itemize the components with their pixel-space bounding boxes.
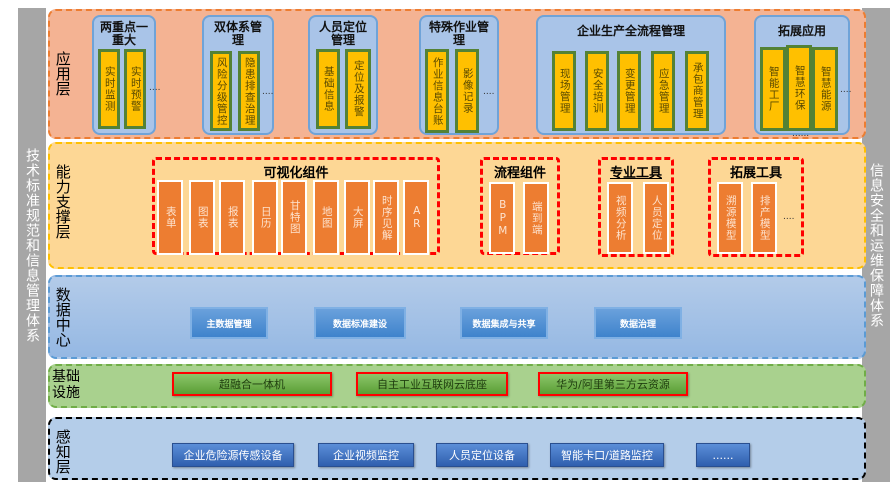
app-group-major-hazards: 两重点一重大 实时监测 实时预警 .... — [92, 15, 160, 135]
data-item-governance[interactable]: 数据治理 — [594, 307, 682, 339]
cap-item[interactable]: 人员定位 — [643, 182, 669, 254]
app-item[interactable]: 作业信息台账 — [425, 49, 449, 133]
app-item[interactable]: 影像记录 — [455, 49, 479, 133]
sense-item-checkpoint-road[interactable]: 智能卡口/道路监控 — [550, 443, 664, 467]
app-group-title: 拓展应用 — [777, 24, 826, 38]
cap-item[interactable]: BPM — [489, 182, 515, 254]
app-item[interactable]: 实时监测 — [98, 49, 120, 129]
sense-item-video-monitoring[interactable]: 企业视频监控 — [318, 443, 414, 467]
more-indicator: .... — [840, 85, 852, 95]
cap-item[interactable]: 图表 — [189, 180, 215, 255]
capability-layer: 能力支撑层 可视化组件 表单 图表 报表 日历 甘特图 地图 大屏 时序见解 A… — [48, 142, 866, 269]
cap-item[interactable]: 甘特图 — [281, 180, 307, 255]
cap-item[interactable]: 排产模型 — [751, 182, 777, 254]
cap-item[interactable]: 地图 — [313, 180, 339, 255]
app-group-special-work: 特殊作业管理 作业信息台账 影像记录 .... — [419, 15, 499, 135]
cap-group-workflow: 流程组件 BPM 端到端 — [480, 157, 560, 255]
infra-item-hci[interactable]: 超融合一体机 — [172, 372, 332, 396]
tech-standards-sidebar: 技术标准规范和信息管理体系 — [18, 8, 46, 482]
app-item[interactable]: 现场管理 — [552, 51, 576, 131]
cap-item[interactable]: 视频分析 — [607, 182, 633, 254]
app-group-production-process: 企业生产全流程管理 现场管理 安全培训 变更管理 应急管理 承包商管理 — [536, 15, 726, 135]
app-group-extended-apps: 拓展应用 智能工厂 智慧环保 智慧能源 .... — [754, 15, 852, 135]
sense-item-personnel-location[interactable]: 人员定位设备 — [436, 443, 528, 467]
app-item[interactable]: 实时预警 — [124, 49, 146, 129]
more-indicator: .... — [149, 83, 161, 93]
security-ops-label: 信息安全和运维保障体系 — [868, 162, 884, 328]
infrastructure-label: 基础设施 — [52, 369, 80, 402]
infrastructure-layer: 基础设施 超融合一体机 自主工业互联网云底座 华为/阿里第三方云资源 — [48, 364, 866, 408]
application-layer: 应用层 两重点一重大 实时监测 实时预警 .... 双体系管理 风险分级管控 隐… — [48, 9, 866, 139]
cap-item[interactable]: 报表 — [219, 180, 245, 255]
security-ops-sidebar: 信息安全和运维保障体系 — [862, 8, 890, 482]
more-indicator: ...... — [792, 129, 810, 139]
app-group-dual-system: 双体系管理 风险分级管控 隐患排查治理 .... — [202, 15, 274, 135]
infra-item-third-party-cloud[interactable]: 华为/阿里第三方云资源 — [538, 372, 688, 396]
data-item-master-data[interactable]: 主数据管理 — [190, 307, 268, 339]
data-item-standards[interactable]: 数据标准建设 — [314, 307, 406, 339]
data-center-layer: 数据中心 主数据管理 数据标准建设 数据集成与共享 数据治理 — [48, 275, 866, 359]
app-item[interactable]: 隐患排查治理 — [238, 51, 260, 131]
app-group-title: 企业生产全流程管理 — [576, 24, 685, 38]
perception-layer: 感知层 企业危险源传感设备 企业视频监控 人员定位设备 智能卡口/道路监控 ..… — [48, 417, 866, 480]
app-group-title: 特殊作业管理 — [428, 20, 489, 47]
app-group-personnel-location: 人员定位管理 基础信息 定位及报警 — [308, 15, 378, 135]
app-item[interactable]: 智慧环保 — [786, 45, 812, 131]
app-item[interactable]: 承包商管理 — [685, 51, 709, 131]
cap-item[interactable]: 日历 — [252, 180, 278, 255]
app-item[interactable]: 智能工厂 — [760, 47, 786, 131]
cap-item[interactable]: 大屏 — [344, 180, 370, 255]
cap-group-extended-tools: 拓展工具 溯源模型 排产模型 .... — [708, 157, 804, 257]
app-group-title: 两重点一重大 — [99, 20, 148, 47]
app-group-title: 双体系管理 — [213, 20, 262, 47]
cap-group-title: 专业工具 — [609, 166, 662, 181]
application-layer-label: 应用层 — [53, 51, 72, 96]
more-indicator: .... — [783, 212, 795, 222]
sense-item-hazard-sensors[interactable]: 企业危险源传感设备 — [172, 443, 294, 467]
sense-item-more[interactable]: ...... — [696, 443, 750, 467]
app-item[interactable]: 定位及报警 — [345, 49, 371, 129]
app-item[interactable]: 变更管理 — [617, 51, 641, 131]
app-item[interactable]: 智慧能源 — [812, 47, 838, 131]
cap-group-title: 拓展工具 — [729, 166, 782, 181]
perception-label: 感知层 — [53, 429, 72, 474]
cap-item[interactable]: AR — [403, 180, 429, 255]
more-indicator: .... — [262, 87, 274, 97]
app-item[interactable]: 基础信息 — [316, 49, 340, 129]
cap-item[interactable]: 端到端 — [523, 182, 549, 254]
app-item[interactable]: 风险分级管控 — [210, 51, 232, 131]
cap-item[interactable]: 时序见解 — [373, 180, 399, 255]
cap-group-visualization: 可视化组件 表单 图表 报表 日历 甘特图 地图 大屏 时序见解 AR — [152, 157, 440, 255]
cap-item[interactable]: 表单 — [157, 180, 183, 255]
data-item-integration[interactable]: 数据集成与共享 — [460, 307, 548, 339]
app-item[interactable]: 安全培训 — [585, 51, 609, 131]
more-indicator: .... — [483, 87, 495, 97]
cap-group-title: 流程组件 — [493, 166, 546, 181]
app-group-title: 人员定位管理 — [318, 20, 367, 47]
cap-item[interactable]: 溯源模型 — [717, 182, 743, 254]
cap-group-professional-tools: 专业工具 视频分析 人员定位 — [598, 157, 674, 257]
infra-item-iiot-cloud[interactable]: 自主工业互联网云底座 — [356, 372, 508, 396]
cap-group-title: 可视化组件 — [263, 166, 329, 181]
tech-standards-label: 技术标准规范和信息管理体系 — [24, 147, 40, 343]
data-center-label: 数据中心 — [53, 287, 72, 347]
app-item[interactable]: 应急管理 — [651, 51, 675, 131]
capability-layer-label: 能力支撑层 — [53, 164, 72, 239]
